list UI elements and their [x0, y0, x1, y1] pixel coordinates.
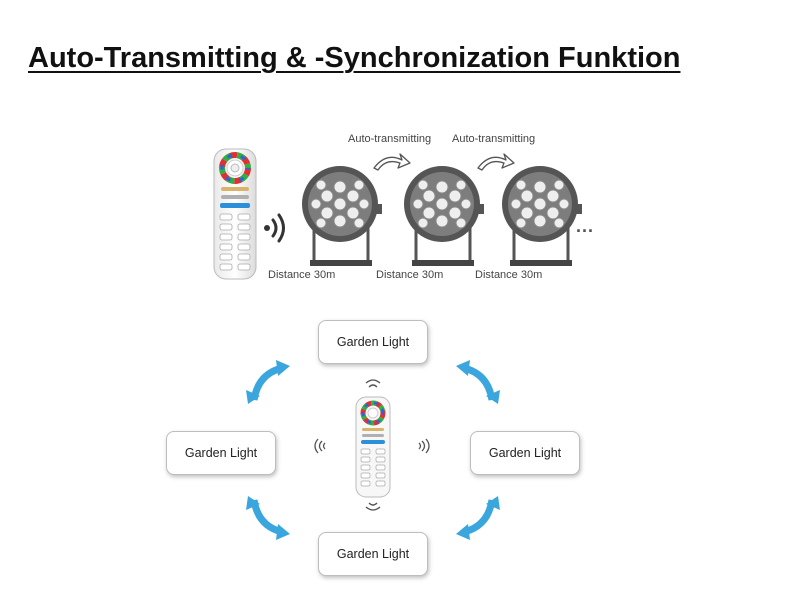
- double-arrow-icon: [246, 496, 290, 540]
- signal-wave-icon: [264, 213, 285, 243]
- garden-light-node-top: Garden Light: [318, 320, 428, 364]
- floodlight-icon: [404, 166, 484, 266]
- garden-light-node-left: Garden Light: [166, 431, 276, 475]
- double-arrow-icon: [246, 360, 290, 404]
- signal-wave-icon: [314, 438, 326, 454]
- page-title: Auto-Transmitting & -Synchronization Fun…: [28, 42, 681, 74]
- floodlight-icon: [502, 166, 582, 266]
- distance-label: Distance 30m: [268, 269, 336, 281]
- signal-wave-icon: [365, 379, 381, 388]
- auto-transmitting-label: Auto-transmitting: [452, 133, 536, 145]
- remote-control-icon: [213, 148, 257, 280]
- garden-light-node-right: Garden Light: [470, 431, 580, 475]
- curved-arrow-icon: [477, 153, 515, 171]
- curved-arrow-icon: [373, 153, 411, 171]
- distance-label: Distance 30m: [475, 269, 543, 281]
- remote-control-icon: [355, 396, 391, 498]
- garden-light-node-bottom: Garden Light: [318, 532, 428, 576]
- signal-wave-icon: [365, 502, 381, 511]
- double-arrow-icon: [456, 496, 500, 540]
- floodlight-icon: [302, 166, 382, 266]
- continuation-dots: ...: [576, 216, 595, 236]
- signal-wave-icon: [418, 438, 430, 454]
- auto-transmitting-label: Auto-transmitting: [348, 133, 432, 145]
- double-arrow-icon: [456, 360, 500, 404]
- distance-label: Distance 30m: [376, 269, 444, 281]
